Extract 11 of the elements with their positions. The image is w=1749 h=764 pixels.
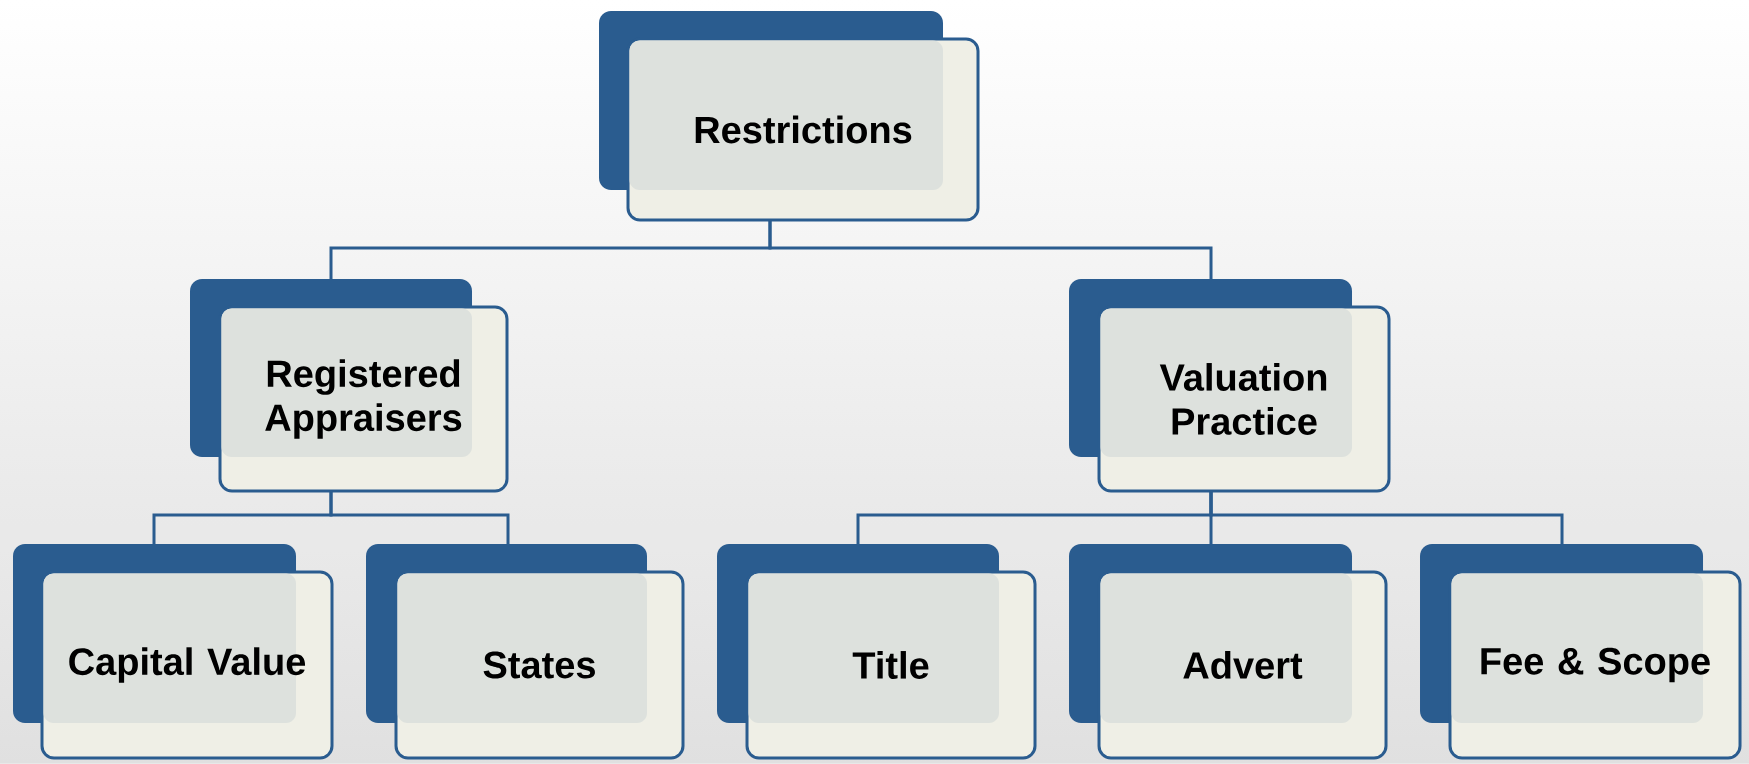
process-box: Registered Appraisers — [190, 279, 509, 493]
process-box: Title — [717, 544, 1037, 760]
process-box: Capital Value — [13, 544, 334, 760]
process-box: Valuation Practice — [1069, 279, 1391, 493]
connector-line — [329, 491, 510, 544]
process-box: Restrictions — [599, 11, 980, 222]
process-box: Advert — [1069, 544, 1388, 760]
connector-line — [768, 220, 1213, 279]
process-box: States — [366, 544, 685, 760]
connector-line — [1209, 491, 1564, 544]
process-box: Fee & Scope — [1420, 544, 1742, 760]
